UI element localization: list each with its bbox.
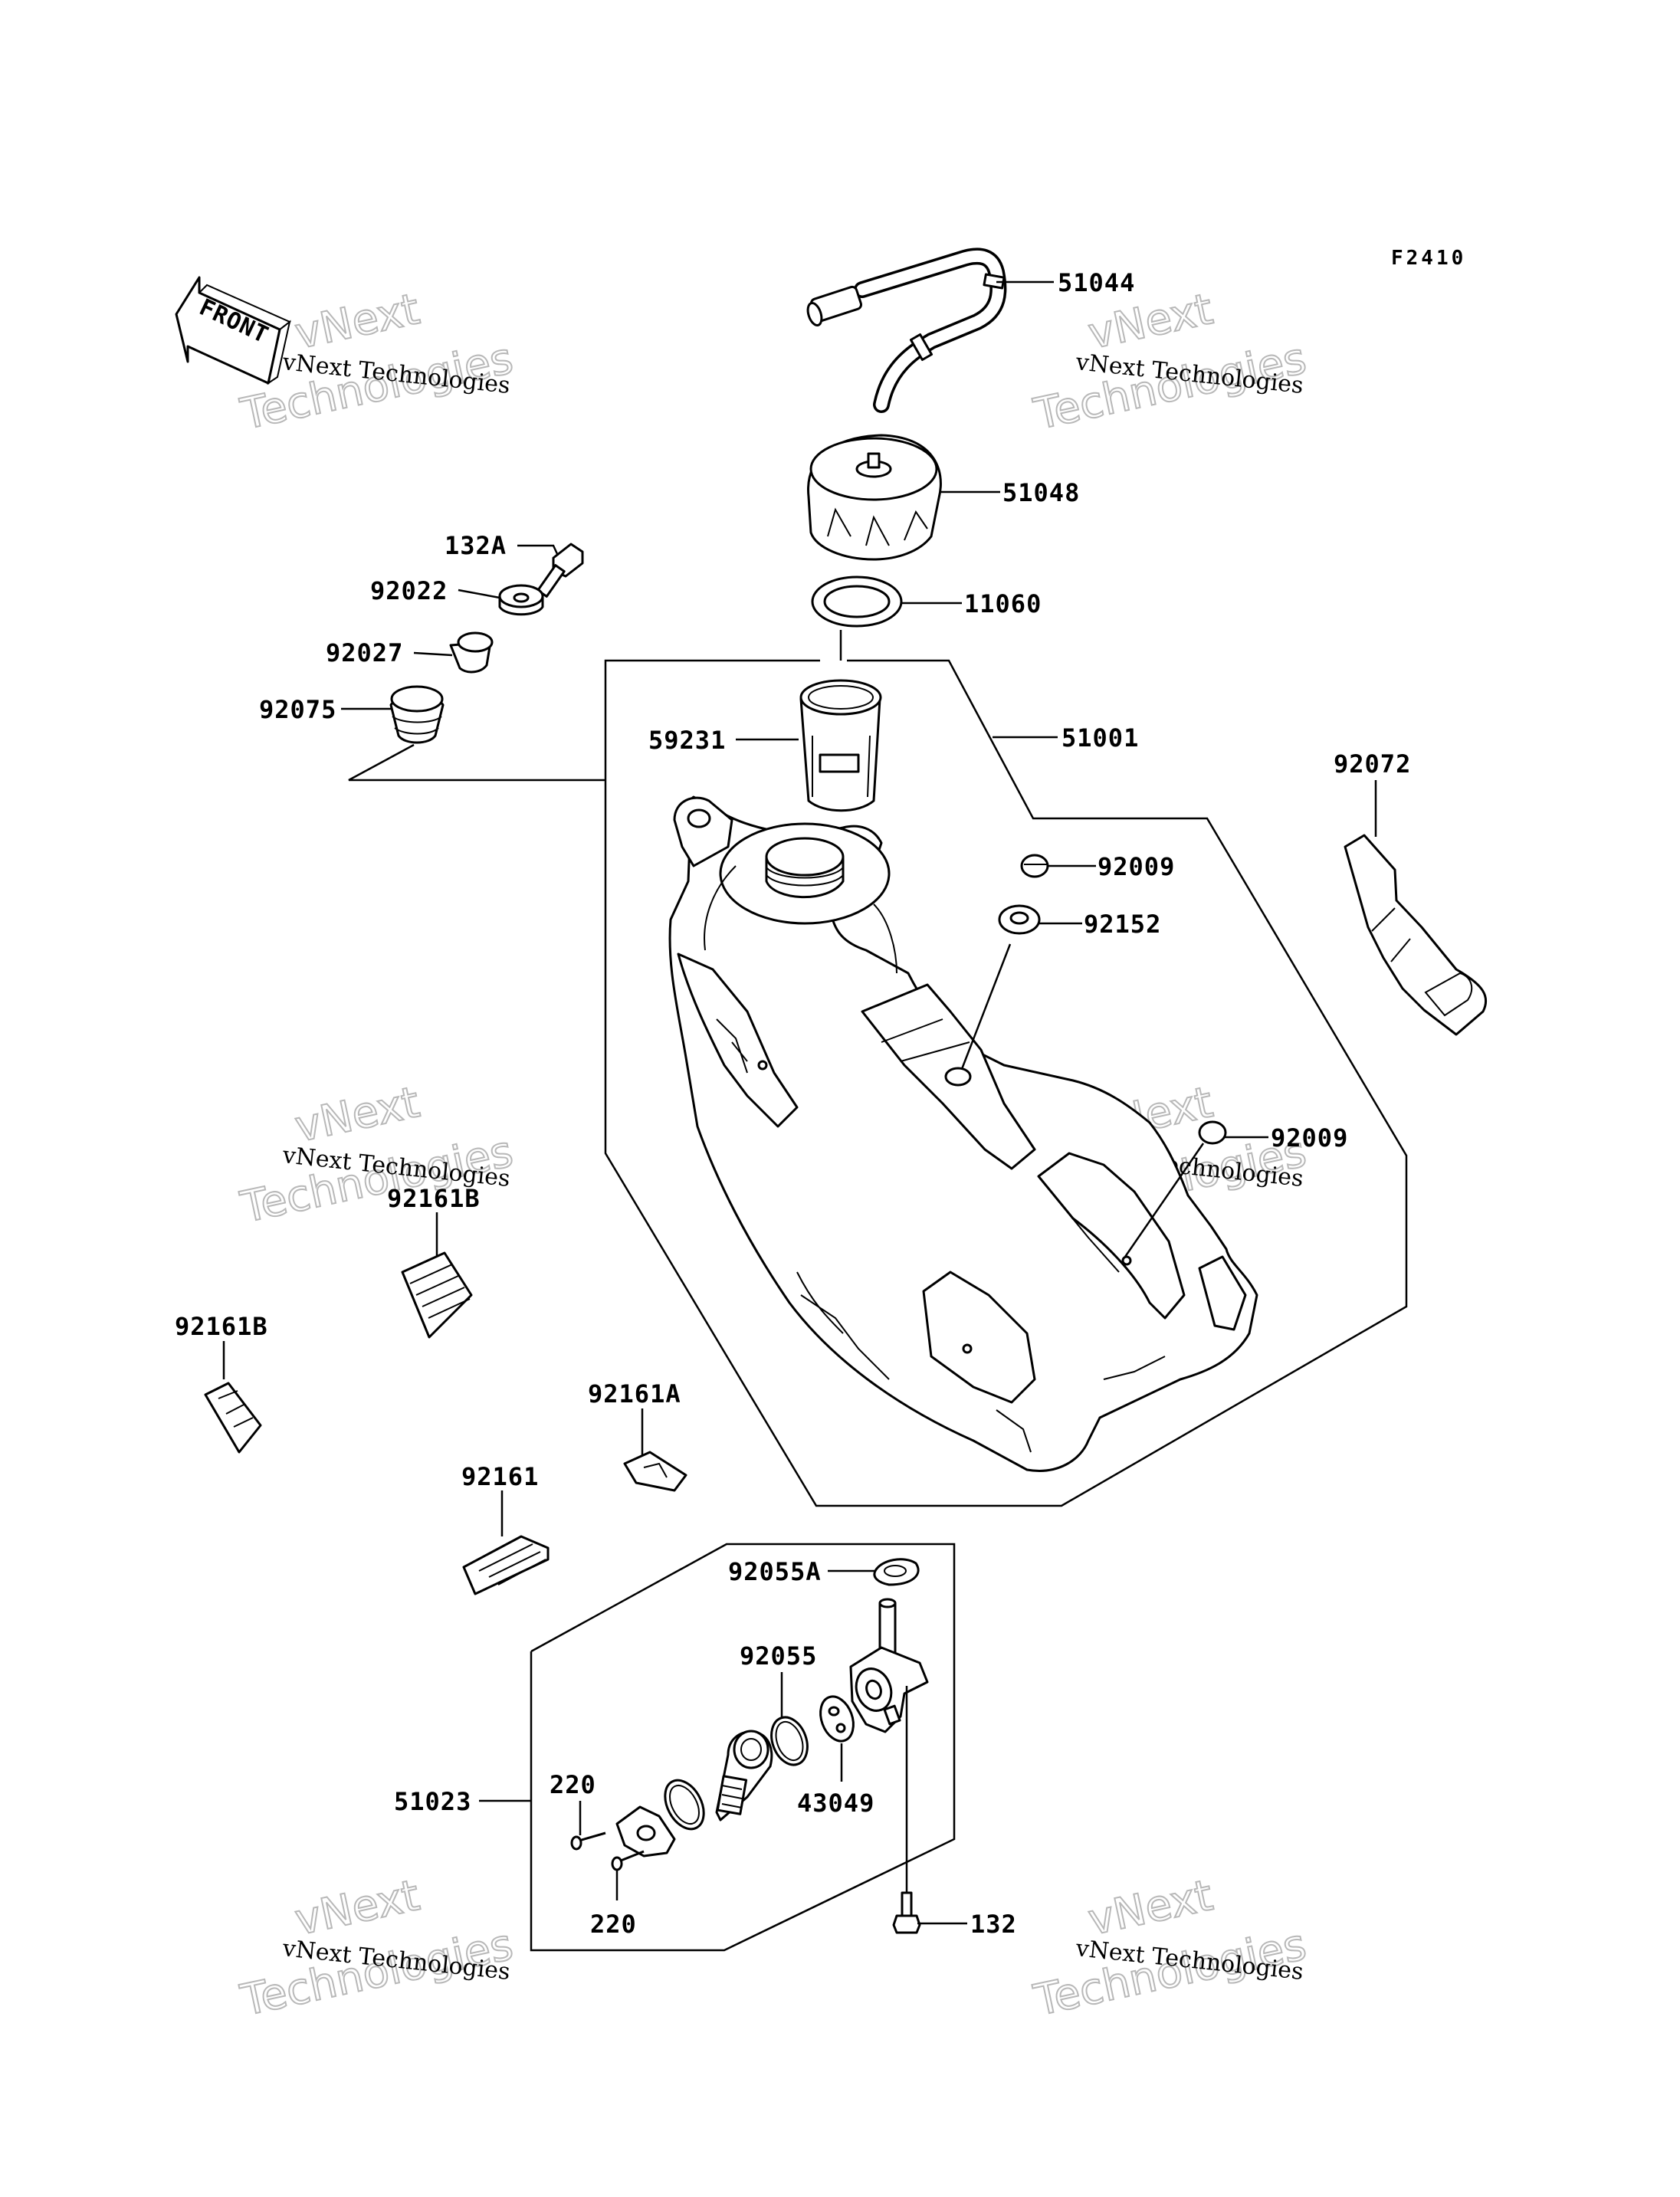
part-132A-label[interactable]: 132A [445,531,507,560]
screw-220-top[interactable] [570,1831,606,1851]
part-51048-label[interactable]: 51048 [1002,478,1080,507]
leader-92027 [413,651,453,657]
part-92161B-a-label[interactable]: 92161B [387,1184,481,1213]
part-92022-label[interactable]: 92022 [370,576,448,605]
leader-92009-to-tank [1124,1143,1205,1258]
breather-hose[interactable] [806,248,1007,413]
part-132-label[interactable]: 132 [970,1910,1017,1939]
diagram-code: F2410 [1391,247,1466,270]
o-ring-92055[interactable] [765,1712,813,1769]
part-92055A-label[interactable]: 92055A [728,1557,822,1586]
petcock-lever[interactable] [715,1730,773,1822]
petcock-assembly-frame [530,1543,956,1952]
part-220-bottom-label[interactable]: 220 [590,1910,637,1939]
watermark-bottom-left: vNext Technologies vNext Technologies [235,1870,517,2027]
part-92027-label[interactable]: 92027 [326,638,403,667]
part-92055-label[interactable]: 92055 [740,1641,817,1671]
part-59231-label[interactable]: 59231 [648,726,726,755]
leader-92075-to-tank [348,743,605,782]
part-92161B-b-label[interactable]: 92161B [175,1312,268,1341]
watermark-bottom-right: vNext Technologies vNext Technologies [1029,1870,1311,2027]
front-arrow-icon: FRONT [175,276,291,385]
pad-92161A[interactable] [623,1451,687,1492]
part-92075-label[interactable]: 92075 [259,695,336,724]
cap-gasket[interactable] [811,575,903,628]
svg-text:vNext: vNext [290,1871,424,1946]
washer-92055A[interactable] [873,1558,920,1586]
part-220-top-label[interactable]: 220 [550,1770,596,1799]
part-92161-label[interactable]: 92161 [461,1462,539,1491]
bolt-132A[interactable] [536,543,584,598]
pad-92161B-b[interactable] [204,1382,262,1454]
leader-132A [517,544,559,556]
leader-92152-to-tank [960,943,1012,1070]
part-11060-label[interactable]: 11060 [964,589,1042,618]
washer-92022[interactable] [498,584,544,616]
retainer-plate[interactable] [615,1805,676,1858]
part-92152-label[interactable]: 92152 [1084,910,1161,939]
pad-92161B-a[interactable] [401,1251,473,1339]
svg-text:vNext: vNext [290,284,424,359]
bolt-92009-top[interactable] [1020,854,1049,878]
watermark-top-right: vNext Technologies vNext Technologies [1029,284,1311,441]
screw-220-bottom[interactable] [611,1850,645,1871]
lever-o-ring[interactable] [658,1774,712,1836]
grommet-92152[interactable] [998,904,1041,935]
fuel-filter[interactable] [799,679,882,812]
fuel-petcock-body[interactable] [849,1598,929,1733]
part-43049-label[interactable]: 43049 [797,1789,874,1818]
part-92009-top-label[interactable]: 92009 [1098,852,1175,881]
part-92072-label[interactable]: 92072 [1334,749,1411,779]
bolt-132[interactable] [892,1891,921,1934]
part-92161A-label[interactable]: 92161A [588,1379,681,1408]
svg-text:vNext: vNext [1084,1871,1217,1946]
part-51001-label[interactable]: 51001 [1061,723,1139,753]
part-51044-label[interactable]: 51044 [1058,268,1135,297]
svg-text:vNext: vNext [290,1077,424,1153]
collar-92027[interactable] [449,631,494,674]
fuel-tank[interactable] [668,795,1258,1472]
fuel-cap[interactable] [807,434,942,561]
damper-92075[interactable] [389,685,445,744]
bolt-92009-right[interactable] [1198,1120,1227,1145]
strap-92072[interactable] [1344,834,1488,1036]
watermark-top-left: vNext Technologies vNext Technologies [235,284,517,441]
part-92009-right-label[interactable]: 92009 [1271,1123,1348,1153]
part-51023-label[interactable]: 51023 [394,1787,471,1816]
leader-92022 [458,589,500,599]
pad-92161[interactable] [462,1535,550,1595]
tank-assembly-frame [604,659,1408,1507]
valve-plate-43049[interactable] [815,1692,859,1746]
